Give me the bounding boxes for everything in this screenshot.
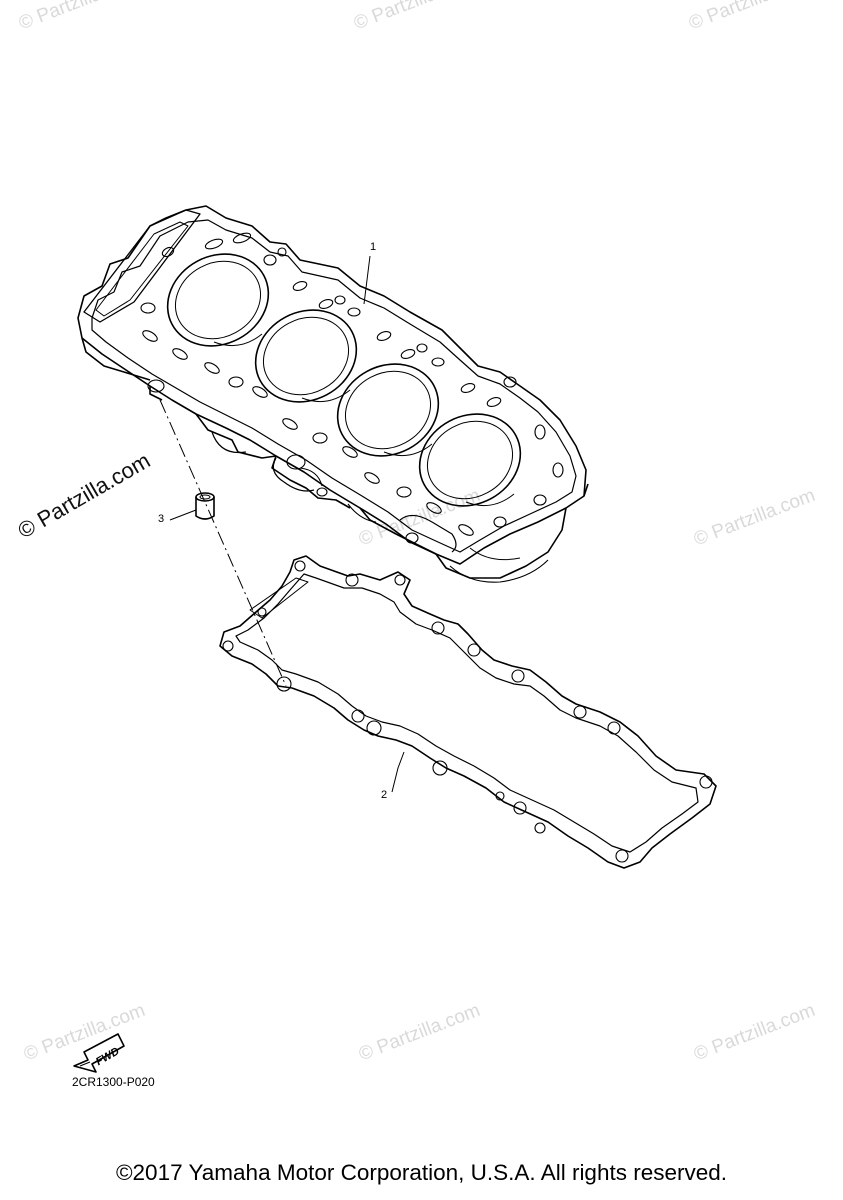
callout-1: 1 bbox=[370, 241, 377, 253]
cylinder-base-gasket bbox=[219, 555, 717, 869]
alignment-line bbox=[159, 399, 287, 687]
copyright-notice: ©2017 Yamaha Motor Corporation, U.S.A. A… bbox=[115, 1160, 728, 1185]
diagram-code: 2CR1300-P020 bbox=[72, 1075, 155, 1089]
leader-line-2 bbox=[391, 751, 405, 793]
cylinder-block bbox=[77, 205, 589, 583]
callout-2: 2 bbox=[381, 789, 388, 801]
dowel-pin bbox=[195, 492, 215, 520]
fwd-arrow-icon bbox=[73, 1033, 125, 1073]
leader-line-1 bbox=[363, 255, 371, 305]
leader-line-3 bbox=[169, 509, 197, 521]
callout-3: 3 bbox=[158, 513, 165, 525]
fwd-label: FWD bbox=[94, 1045, 122, 1068]
